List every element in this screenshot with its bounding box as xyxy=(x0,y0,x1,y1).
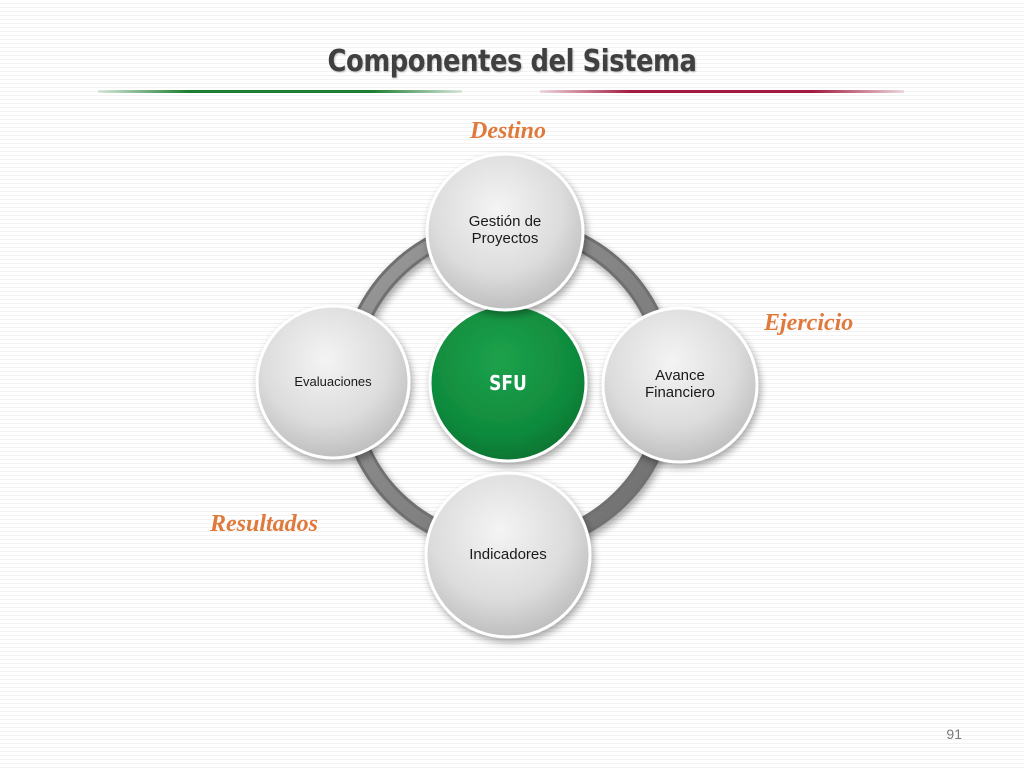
page-number: 91 xyxy=(946,726,962,742)
center-node-label: SFU xyxy=(489,371,527,395)
node-bottom-circle xyxy=(424,471,592,639)
node-right-label: Avance Financiero xyxy=(644,366,716,401)
node-top-label: Gestión de Proyectos xyxy=(468,212,542,247)
node-left-circle xyxy=(255,304,411,460)
label-resultados: Resultados xyxy=(210,511,319,537)
node-bottom-label: Indicadores xyxy=(469,546,547,564)
slide-title: Componentes del Sistema xyxy=(327,44,697,79)
node-right-circle xyxy=(601,306,759,464)
node-top-circle xyxy=(425,152,585,312)
label-destino: Destino xyxy=(470,118,547,144)
label-ejercicio: Ejercicio xyxy=(764,310,854,336)
title-rule-green xyxy=(98,90,462,93)
node-left-label: Evaluaciones xyxy=(294,373,372,389)
title-rule-red xyxy=(540,90,904,93)
